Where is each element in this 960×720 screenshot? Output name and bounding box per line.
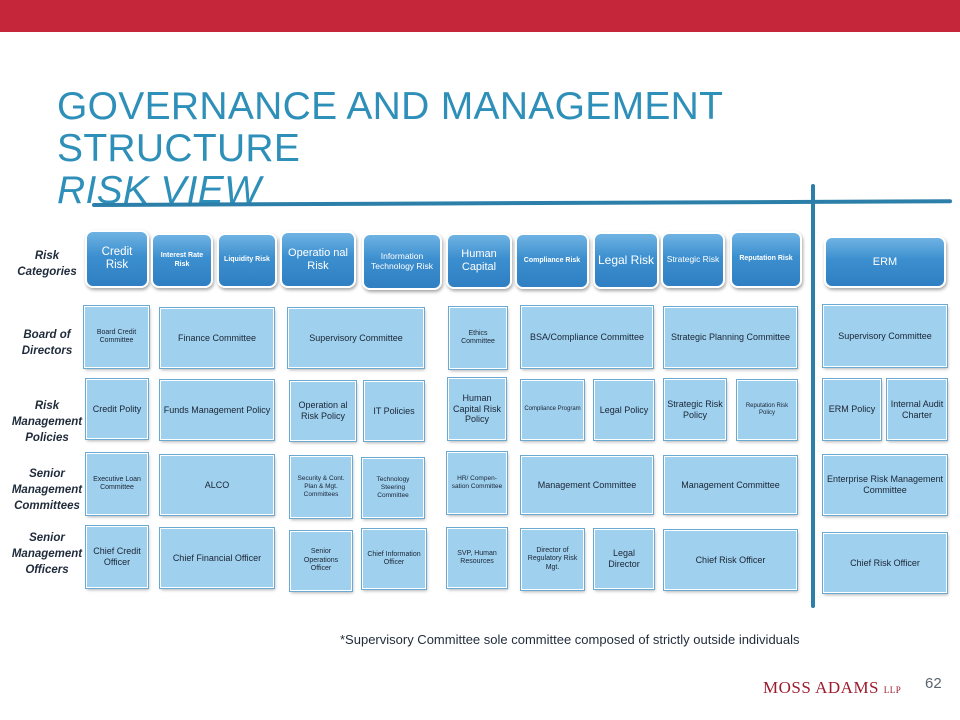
enterprise-risk-management-committee: Enterprise Risk Management Committee <box>822 454 948 516</box>
director-regulatory-risk: Director of Regulatory Risk Mgt. <box>520 528 585 591</box>
row-label-officers: Senior Management Officers <box>11 532 83 576</box>
chief-risk-officer: Chief Risk Officer <box>663 529 798 591</box>
row-label-risk-categories: Risk Categories <box>17 250 77 278</box>
board-credit-committee: Board Credit Committee <box>83 305 150 369</box>
legal-policy: Legal Policy <box>593 379 655 441</box>
senior-operations-officer: Senior Operations Officer <box>289 530 353 592</box>
funds-management-policy: Funds Management Policy <box>159 379 275 441</box>
category-operational-risk: Operatio nal Risk <box>280 231 356 288</box>
strategic-management-committee: Management Committee <box>663 455 798 515</box>
reputation-risk-policy: Reputation Risk Policy <box>736 379 798 441</box>
erm-supervisory-committee: Supervisory Committee <box>822 304 948 368</box>
alco-committee: ALCO <box>159 454 275 516</box>
vertical-divider <box>811 184 815 608</box>
category-compliance-risk: Compliance Risk <box>515 233 589 289</box>
category-reputation-risk: Reputation Risk <box>730 231 802 288</box>
footnote: *Supervisory Committee sole committee co… <box>340 632 800 647</box>
logo-text: MOSS ADAMS <box>763 678 880 697</box>
category-erm: ERM <box>824 236 946 288</box>
hr-compensation-committee: HR/ Compen- sation Committee <box>446 451 508 515</box>
operational-risk-policy: Operation al Risk Policy <box>289 380 357 442</box>
moss-adams-logo: MOSS ADAMS LLP <box>763 678 901 698</box>
bsa-compliance-committee: BSA/Compliance Committee <box>520 305 654 369</box>
svp-human-resources: SVP, Human Resources <box>446 527 508 589</box>
executive-loan-committee: Executive Loan Committee <box>85 452 149 516</box>
category-strategic-risk: Strategic Risk <box>661 232 725 288</box>
ethics-committee: Ethics Committee <box>448 306 508 370</box>
strategic-planning-committee: Strategic Planning Committee <box>663 306 798 369</box>
category-liquidity-risk: Liquidity Risk <box>217 233 277 288</box>
legal-director: Legal Director <box>593 528 655 590</box>
supervisory-committee: Supervisory Committee <box>287 307 425 369</box>
technology-steering-committee: Technology Steering Committee <box>361 457 425 519</box>
row-label-committees: Senior Management Committees <box>11 468 83 512</box>
strategic-risk-policy: Strategic Risk Policy <box>663 378 727 441</box>
row-label-board: Board of Directors <box>21 329 73 357</box>
human-capital-risk-policy: Human Capital Risk Policy <box>447 377 507 441</box>
title-line1: GOVERNANCE AND MANAGEMENT STRUCTURE <box>57 85 723 170</box>
internal-audit-charter: Internal Audit Charter <box>886 378 948 441</box>
compliance-program: Compliance Program <box>520 379 585 441</box>
chief-information-officer: Chief Information Officer <box>361 528 427 590</box>
top-banner <box>0 0 960 32</box>
finance-committee: Finance Committee <box>159 307 275 369</box>
erm-policy: ERM Policy <box>822 378 882 441</box>
logo-suffix: LLP <box>883 685 902 695</box>
page-number: 62 <box>925 675 942 692</box>
page-title: GOVERNANCE AND MANAGEMENT STRUCTURE RISK… <box>57 86 960 212</box>
row-label-policies: Risk Management Policies <box>11 400 83 444</box>
security-committees: Security & Cont. Plan & Mgt. Committees <box>289 455 353 519</box>
category-interest-rate-risk: Interest Rate Risk <box>151 233 213 288</box>
chief-credit-officer: Chief Credit Officer <box>85 525 149 589</box>
category-credit-risk: Credit Risk <box>85 230 149 288</box>
category-human-capital: Human Capital <box>446 233 512 289</box>
category-it-risk: Information Technology Risk <box>362 233 442 290</box>
it-policies: IT Policies <box>363 380 425 442</box>
chief-financial-officer: Chief Financial Officer <box>159 527 275 589</box>
erm-chief-risk-officer: Chief Risk Officer <box>822 532 948 594</box>
credit-policy: Credit Polity <box>85 378 149 440</box>
compliance-management-committee: Management Committee <box>520 455 654 515</box>
category-legal-risk: Legal Risk <box>593 232 659 289</box>
